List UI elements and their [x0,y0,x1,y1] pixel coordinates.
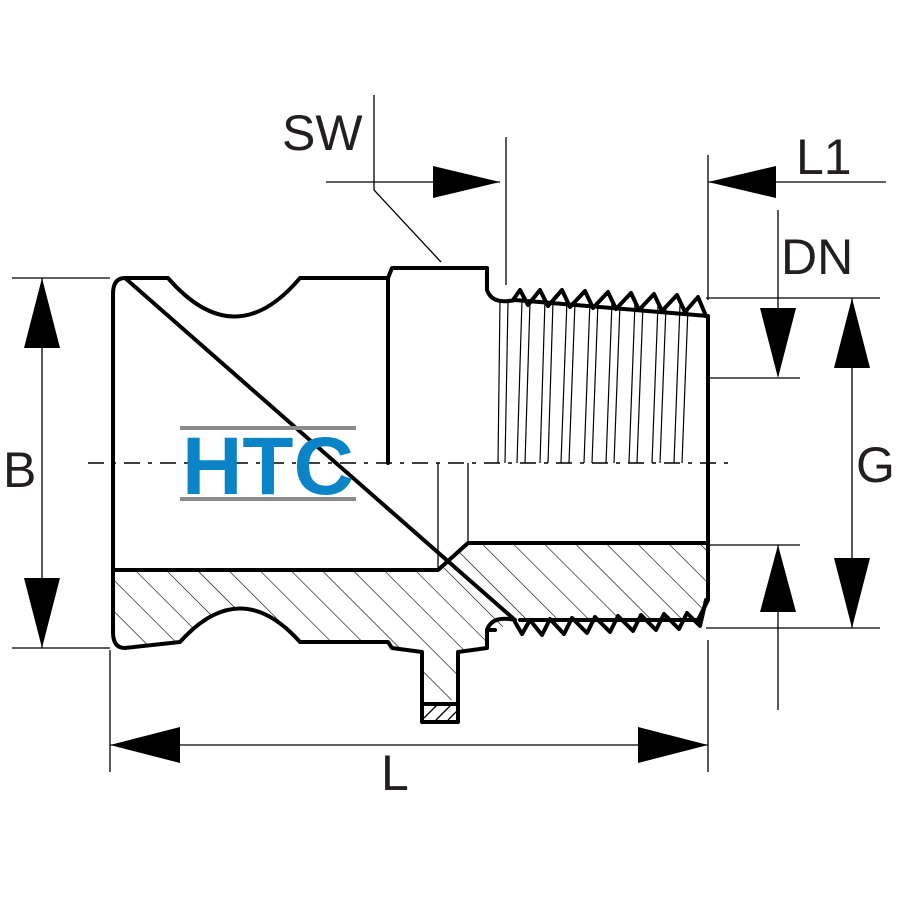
g-arrow-bottom [834,558,870,628]
sw-arrow [433,166,500,198]
dn-lines [710,210,800,710]
htc-logo: HTC [180,421,356,512]
b-arrow-top [24,278,60,348]
g-label: G [856,437,895,493]
thread-bottom-profile [513,598,708,637]
l1-label: L1 [796,129,852,185]
l-arrow-right [638,727,708,763]
bore-edge [111,541,710,572]
logo-rule-bottom [180,497,356,501]
thread-top-profile [511,288,708,318]
l-arrow-left [110,727,180,763]
sw-label: SW [282,105,363,161]
thread-hairlines [497,299,689,463]
logo-text: HTC [182,421,354,512]
g-arrow-top [834,298,870,368]
dn-arrow-top [760,308,796,378]
b-arrow-bottom [24,578,60,648]
dn-label: DN [781,229,853,285]
l-lines [109,640,709,772]
l-label: L [381,745,409,801]
l1-arrow [708,166,776,198]
thread-root-line [485,618,700,632]
stem-inner-hatch [423,703,459,721]
dn-arrow-bottom [760,545,796,612]
section-hatch [113,543,708,700]
b-label: B [3,442,36,498]
logo-rule-top [180,426,356,430]
